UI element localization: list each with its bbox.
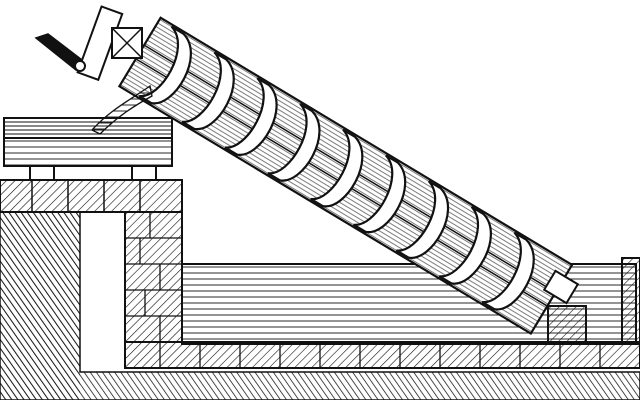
archimedes-screw (117, 16, 574, 336)
screw-flight (181, 51, 235, 130)
screw-flight (438, 205, 492, 285)
lower-basin (124, 257, 640, 369)
screw-flight (267, 102, 321, 182)
upper-trough (3, 117, 173, 181)
screw-flight (395, 180, 450, 259)
upper-masonry (0, 179, 183, 343)
screw-flight (310, 128, 364, 208)
water-icon (90, 84, 153, 135)
crank-handle-icon (34, 5, 143, 82)
screw-flight (481, 231, 535, 311)
screw-flight (353, 154, 407, 233)
screw-flight (224, 77, 278, 156)
intake-fitting (542, 269, 580, 305)
